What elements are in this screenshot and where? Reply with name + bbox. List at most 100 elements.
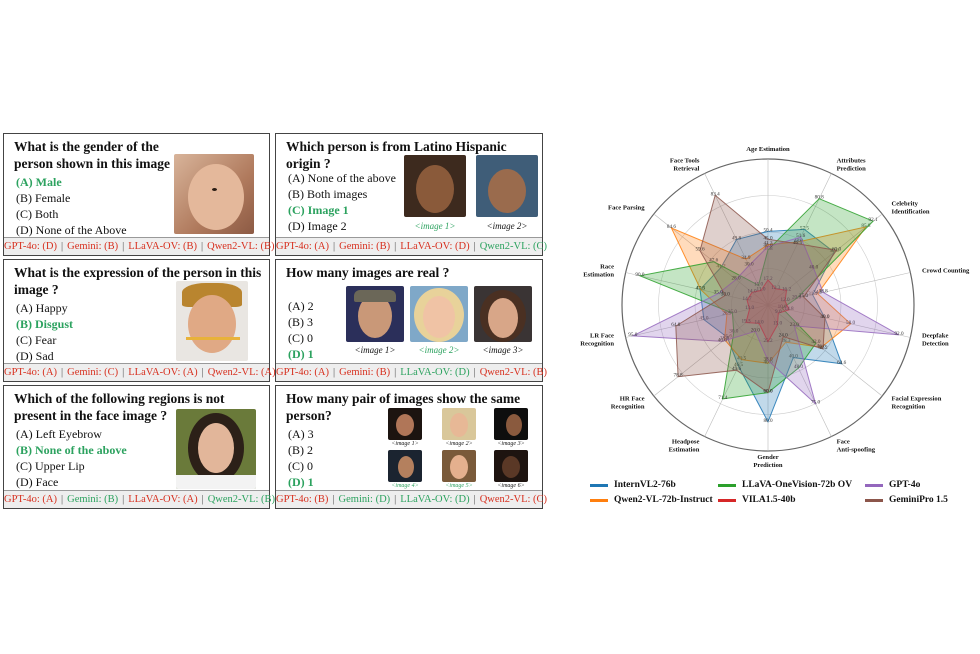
data-label: 42.0	[811, 339, 820, 345]
caption-image-3: <image 3>	[482, 345, 524, 355]
data-label: 40.0	[763, 243, 772, 249]
series-area-3	[745, 279, 790, 343]
answer-gemini: Gemini: (C)	[67, 367, 119, 378]
answer-qwen: Qwen2-VL: (A)	[207, 367, 276, 378]
option-a: (A) Happy	[16, 301, 68, 315]
data-label: 85.8	[861, 223, 870, 229]
data-label: 41.3	[763, 241, 772, 247]
data-label: 34.9	[741, 255, 750, 261]
data-label: 40.0	[820, 314, 829, 320]
option-a: (A) 3	[288, 427, 314, 441]
data-label: 25.0	[728, 309, 737, 315]
data-label: 37.8	[763, 246, 772, 252]
data-label: 30.0	[729, 328, 738, 334]
option-d: (D) Face	[16, 475, 59, 489]
question-text: How many pair of images show the same pe…	[286, 391, 521, 423]
axis-label: Anti-spoofing	[837, 447, 876, 454]
data-label: 14.7	[743, 296, 752, 302]
face-image-2	[410, 286, 468, 342]
option-b: (B) Female	[16, 191, 71, 205]
data-label: 14.0	[747, 288, 756, 294]
data-label: 28.3	[781, 338, 790, 344]
caption-image-2: <image 2>	[418, 345, 460, 355]
axis-label: Recognition	[580, 341, 614, 348]
radar-spoke	[767, 304, 911, 338]
option-d: (D) None of the Above	[16, 223, 127, 237]
axis-label: Recognition	[892, 403, 926, 410]
option-b: (B) None of the above	[16, 443, 127, 457]
model-answers: GPT-4o: (D)|Gemini: (B)|LLaVA-OV: (B)|Qw…	[4, 237, 274, 255]
radar-spoke	[653, 304, 769, 397]
legend-item: VILA1.5-40b	[718, 495, 796, 505]
legend-swatch	[865, 483, 883, 487]
face-image-4	[388, 450, 422, 482]
answer-llava: LLaVA-OV: (A)	[128, 494, 198, 505]
question-text: Which person is from Latino Hispanic ori…	[286, 139, 507, 171]
face-image-5	[442, 450, 476, 482]
face-image-3	[494, 408, 528, 440]
answer-gemini: Gemini: (B)	[339, 367, 391, 378]
data-label: 46.5	[793, 240, 802, 246]
axis-label: Prediction	[753, 462, 783, 469]
data-label: 23.0	[790, 322, 799, 328]
face-image-3	[474, 286, 532, 342]
axis-label: Face Tools	[670, 157, 700, 164]
model-answers: GPT-4o: (A)|Gemini: (C)|LLaVA-OV: (A)|Qw…	[4, 363, 276, 381]
answer-gpt4o: GPT-4o: (A)	[276, 367, 329, 378]
option-a: (A) Left Eyebrow	[16, 427, 102, 441]
data-label: 71.4	[718, 395, 727, 401]
data-label: 28.9	[722, 310, 731, 316]
data-label: 14.8	[785, 306, 794, 312]
face-image	[176, 409, 256, 489]
data-label: 84.6	[667, 224, 676, 230]
axis-label: Detection	[922, 341, 949, 348]
legend-swatch	[865, 498, 883, 502]
data-label: 40.0	[820, 314, 829, 320]
data-label: 9.0	[775, 309, 782, 315]
radar-spoke	[625, 272, 769, 306]
data-label: 38.8	[819, 288, 828, 294]
data-label: 25.0	[799, 293, 808, 299]
data-label: 16.2	[782, 286, 791, 292]
data-label: 60.0	[832, 246, 841, 252]
data-label: 57.5	[800, 225, 809, 231]
axis-label: Deepfake	[922, 333, 948, 340]
data-label: 60.0	[763, 389, 772, 395]
legend-item: GPT-4o	[865, 480, 920, 490]
question-text: What is the gender of the person shown i…	[14, 139, 181, 171]
option-b: (B) 2	[288, 443, 313, 457]
option-c: (C) 0	[288, 459, 313, 473]
data-label: 20.0	[751, 327, 760, 333]
panel-same-person: How many pair of images show the same pe…	[275, 385, 547, 509]
radar-spoke	[767, 213, 883, 306]
option-c: (C) Image 1	[288, 203, 349, 217]
data-label: 38.0	[763, 357, 772, 363]
options-list: (A) Left Eyebrow (B) None of the above (…	[16, 426, 127, 490]
options-list: (A) Male (B) Female (C) Both (D) None of…	[16, 174, 127, 238]
axis-label: Prediction	[837, 165, 867, 172]
panel-origin: Which person is from Latino Hispanic ori…	[275, 133, 547, 256]
caption-image-6: <image 6>	[497, 483, 525, 489]
options-list: (A) 3 (B) 2 (C) 0 (D) 1	[288, 426, 314, 490]
caption-image-1: <image 1>	[391, 441, 419, 447]
radar-spoke	[704, 304, 769, 437]
data-label: 90.0	[635, 272, 644, 278]
data-label: 92.1	[869, 217, 878, 223]
data-label: 11.0	[757, 287, 766, 293]
data-label: 45.0	[699, 316, 708, 322]
option-d: (D) Sad	[16, 349, 54, 363]
legend-item: Qwen2-VL-72b-Instruct	[590, 495, 713, 505]
answer-gpt4o: GPT-4o: (A)	[4, 494, 57, 505]
answer-llava: LLaVA-OV: (D)	[400, 241, 470, 252]
legend-label: VILA1.5-40b	[742, 495, 796, 505]
panel-real-images: How many images are real ? (A) 2 (B) 3 (…	[275, 259, 547, 382]
option-b: (B) Both images	[288, 187, 368, 201]
axis-label: Face	[837, 439, 850, 446]
data-label: 14.0	[755, 319, 764, 325]
data-label: 48.0	[794, 364, 803, 370]
data-label: 58.0	[846, 320, 855, 326]
data-label: 13.0	[745, 305, 754, 311]
data-label: 35.6	[723, 333, 732, 339]
